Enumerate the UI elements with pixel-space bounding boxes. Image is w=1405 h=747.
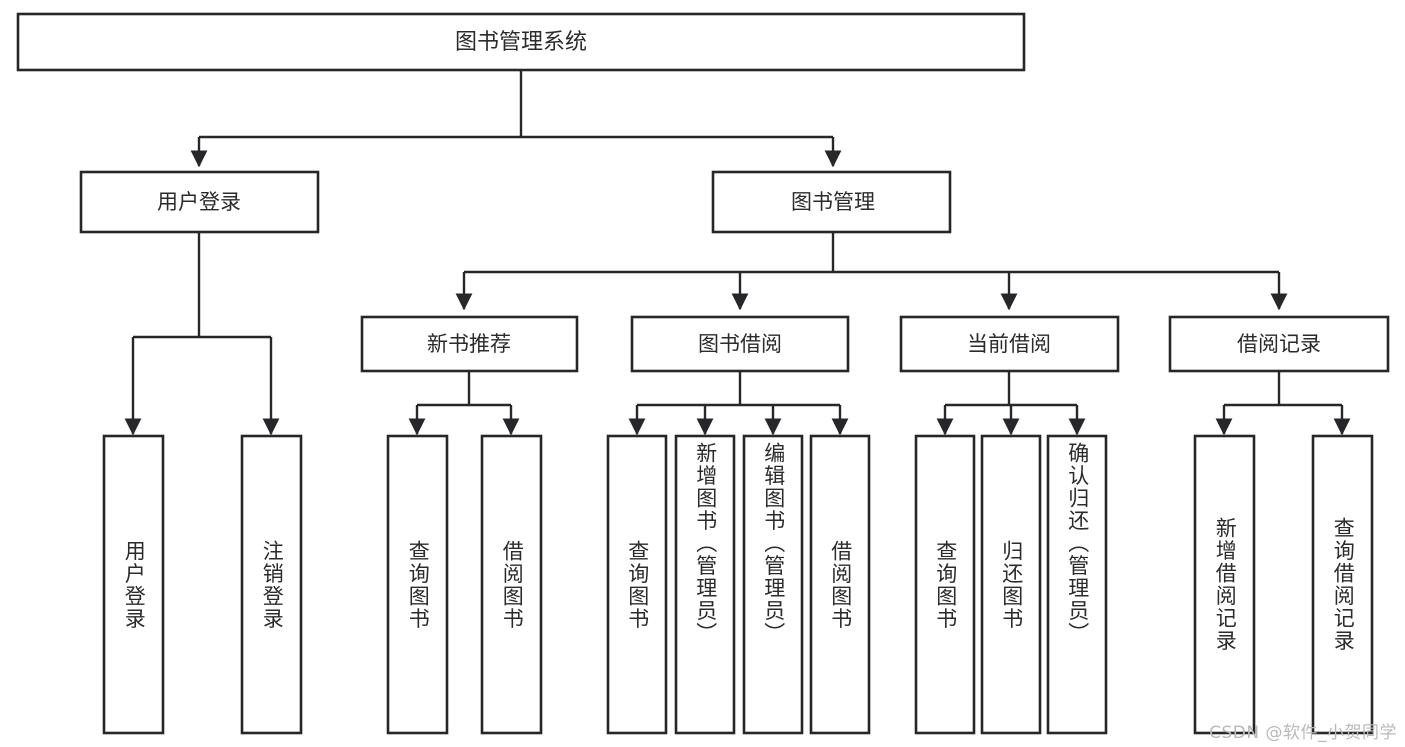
leaf-box-query-book-3[interactable]	[914, 434, 976, 735]
leaf-boxes-borrow-record	[1193, 434, 1374, 735]
connector-group-userlogin-to-leaves	[124, 232, 280, 436]
node-root[interactable]: 图书管理系统	[16, 12, 1026, 72]
leaf-box-logout[interactable]	[240, 434, 303, 735]
leaf-boxes-user-login	[102, 434, 303, 735]
node-new-book-recommend-label: 新书推荐	[427, 332, 511, 356]
node-new-book-recommend[interactable]: 新书推荐	[360, 315, 579, 373]
watermark-text: CSDN @软件_小贺同学	[1209, 723, 1397, 743]
node-user-login-box[interactable]	[79, 170, 320, 234]
node-user-login[interactable]: 用户登录	[79, 170, 320, 234]
leaf-box-query-record[interactable]	[1311, 434, 1374, 735]
leaf-boxes-book-borrow	[606, 434, 871, 735]
leaf-box-edit-book[interactable]	[742, 434, 804, 735]
node-user-login-label: 用户登录	[157, 190, 241, 214]
connector-group-newbook-to-leaves	[408, 371, 520, 436]
node-current-borrow-box[interactable]	[899, 315, 1120, 373]
leaf-box-user-login[interactable]	[102, 434, 165, 735]
node-book-borrow[interactable]: 图书借阅	[630, 315, 850, 373]
node-root-box[interactable]	[16, 12, 1026, 72]
leaf-boxes-current-borrow	[914, 434, 1108, 735]
node-borrow-record-label: 借阅记录	[1237, 332, 1321, 356]
leaf-box-query-book-2[interactable]	[606, 434, 668, 735]
connector-group-currentborrow-to-leaves	[936, 371, 1086, 436]
leaf-box-add-book[interactable]	[674, 434, 736, 735]
node-borrow-record[interactable]: 借阅记录	[1168, 315, 1390, 373]
leaf-box-borrow-book-1[interactable]	[480, 434, 543, 735]
node-book-borrow-box[interactable]	[630, 315, 850, 373]
node-new-book-recommend-box[interactable]	[360, 315, 579, 373]
node-book-manage-box[interactable]	[711, 170, 952, 234]
leaf-boxes-new-book-recommend	[386, 434, 543, 735]
node-book-manage[interactable]: 图书管理	[711, 170, 952, 234]
node-book-borrow-label: 图书借阅	[698, 332, 782, 356]
leaf-box-borrow-book-2[interactable]	[809, 434, 871, 735]
node-current-borrow-label: 当前借阅	[967, 332, 1051, 356]
connector-group-borrowrecord-to-leaves	[1215, 371, 1351, 436]
leaf-box-query-book-1[interactable]	[386, 434, 449, 735]
leaf-box-add-record[interactable]	[1193, 434, 1256, 735]
leaf-box-confirm-return[interactable]	[1046, 434, 1108, 735]
node-borrow-record-box[interactable]	[1168, 315, 1390, 373]
connector-group-bookmanage-to-level3	[455, 232, 1288, 311]
node-root-label: 图书管理系统	[455, 30, 587, 55]
connector-group-bookborrow-to-leaves	[628, 371, 849, 436]
leaf-box-return-book[interactable]	[980, 434, 1042, 735]
node-book-manage-label: 图书管理	[791, 190, 875, 214]
node-current-borrow[interactable]: 当前借阅	[899, 315, 1120, 373]
connector-group-root-to-level2	[190, 70, 842, 168]
